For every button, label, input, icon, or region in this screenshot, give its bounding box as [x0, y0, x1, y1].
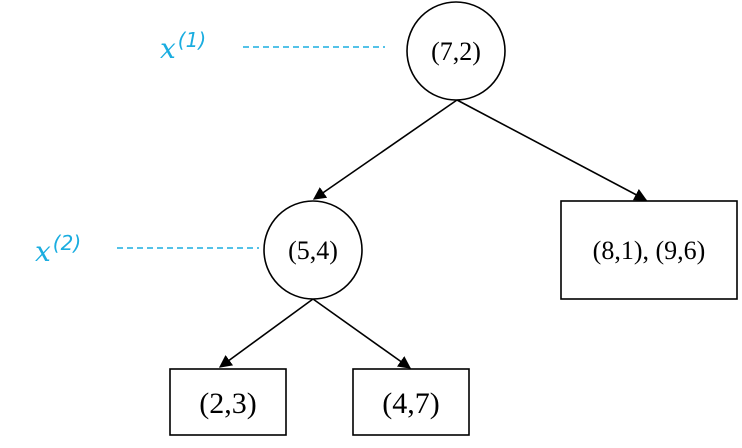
tree-leaf-bottom-a: (2,3) — [169, 368, 287, 436]
edge-mid-to-leaf-b — [312, 298, 412, 369]
tree-node-left-internal-label: (5,4) — [288, 236, 338, 265]
tree-leaf-bottom-b: (4,7) — [352, 368, 470, 436]
split-axis-label-1: x(1) — [160, 28, 206, 65]
tree-leaf-bottom-b-label: (4,7) — [382, 387, 439, 420]
edge-root-to-left — [312, 99, 458, 200]
edge-mid-to-leaf-a — [218, 298, 314, 368]
split-axis-label-2: x(2) — [35, 231, 81, 268]
tree-node-root: (7,2) — [406, 1, 506, 101]
tree-leaf-right-label: (8,1), (9,6) — [593, 236, 706, 265]
tree-leaf-bottom-a-label: (2,3) — [199, 387, 256, 420]
tree-node-left-internal: (5,4) — [263, 200, 363, 300]
tree-node-root-label: (7,2) — [431, 37, 481, 66]
tree-leaf-right: (8,1), (9,6) — [560, 200, 738, 300]
edge-root-to-right — [456, 99, 648, 201]
